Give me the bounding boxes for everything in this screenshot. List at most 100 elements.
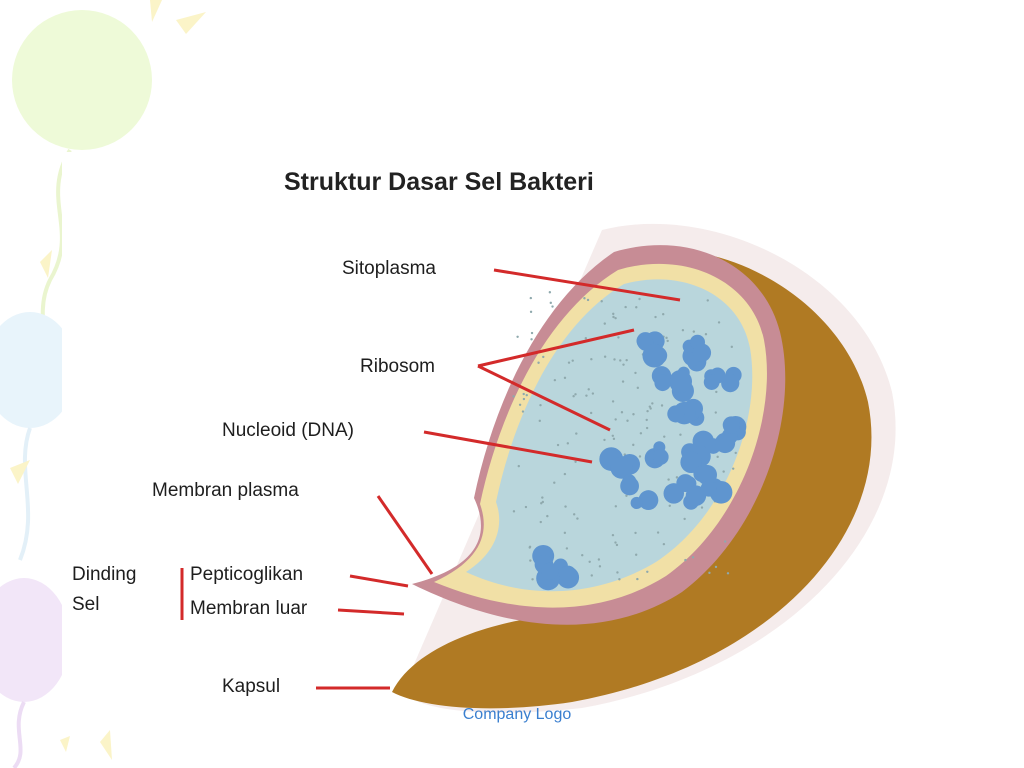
leader-line bbox=[493, 268, 681, 302]
ribosome-dot bbox=[612, 312, 615, 316]
label-membran-luar: Membran luar bbox=[190, 598, 308, 619]
ribosome-dot bbox=[530, 331, 534, 335]
ribosome-dot bbox=[530, 338, 533, 341]
ribosome-dot bbox=[584, 336, 588, 340]
label-pepticoglikan: Pepticoglikan bbox=[190, 564, 304, 585]
leader-lines bbox=[180, 268, 681, 690]
ribosome-dot bbox=[553, 481, 556, 484]
ribosome-dot bbox=[571, 359, 574, 362]
ribosome-dot bbox=[537, 361, 540, 364]
nucleoid-blob bbox=[642, 343, 667, 368]
ribosome-dot bbox=[634, 531, 637, 535]
diagram-title: Struktur Dasar Sel Bakteri bbox=[284, 168, 594, 196]
ribosome-dot bbox=[528, 546, 531, 549]
ribosome-dot bbox=[563, 472, 567, 476]
nucleoid-blob bbox=[556, 566, 576, 586]
ribosome-dot bbox=[635, 306, 638, 309]
label-ribosom: Ribosom bbox=[360, 356, 435, 377]
nucleoid-blob bbox=[654, 374, 671, 392]
ribosome-dot bbox=[625, 494, 628, 498]
ribosome-dot bbox=[634, 553, 638, 556]
ribosome-dot bbox=[722, 470, 725, 473]
ribosome-dot bbox=[574, 393, 577, 396]
ribosome-dot bbox=[638, 455, 642, 458]
ribosome-dot bbox=[567, 361, 571, 364]
ribosome-dot bbox=[715, 390, 718, 394]
ribosome-dot bbox=[668, 504, 671, 507]
ribosome-dot bbox=[612, 315, 615, 319]
label-kapsul: Kapsul bbox=[222, 676, 281, 697]
ribosome-dot bbox=[731, 467, 735, 470]
nucleoid-dna bbox=[532, 331, 747, 591]
ribosome-dot bbox=[614, 541, 617, 544]
ribosome-dot bbox=[620, 411, 624, 414]
ribosome-dot bbox=[632, 443, 635, 447]
ribosome-dot bbox=[588, 560, 591, 563]
leader-line bbox=[337, 608, 405, 616]
balloon-blue bbox=[0, 312, 76, 561]
ribosome-dot bbox=[614, 505, 618, 508]
leader-line bbox=[477, 364, 611, 432]
ribosome-dot bbox=[636, 386, 640, 390]
ribosome-dot bbox=[556, 443, 560, 447]
ribosome-dot bbox=[591, 392, 595, 395]
ribosome-dot bbox=[529, 310, 533, 314]
ribosome-dot bbox=[706, 299, 709, 302]
ribosome-dot bbox=[566, 442, 570, 445]
ribosome-dot bbox=[730, 345, 734, 349]
ribosome-dot bbox=[516, 335, 519, 338]
nucleoid-blob bbox=[652, 449, 669, 465]
ribosome-dot bbox=[692, 330, 696, 333]
nucleoid-blob bbox=[667, 405, 685, 423]
ribosome-dot bbox=[542, 355, 545, 359]
ribosome-dot bbox=[684, 558, 687, 562]
ribosome-dot bbox=[576, 517, 579, 520]
nucleoid-blob bbox=[696, 464, 717, 485]
ribosome-dot bbox=[660, 404, 664, 407]
nucleoid-blob bbox=[700, 480, 717, 497]
ribosome-dot bbox=[618, 578, 621, 581]
bacterial-cell-diagram bbox=[180, 223, 896, 713]
ribosome-dot bbox=[611, 434, 615, 437]
ribosome-dot bbox=[646, 570, 649, 573]
ribosome-dot bbox=[572, 395, 575, 398]
ribosome-dot bbox=[649, 407, 652, 410]
balloon-purple bbox=[0, 578, 70, 768]
ribosome-dot bbox=[611, 400, 615, 403]
ribosome-dot bbox=[518, 403, 522, 407]
ribosome-dot bbox=[651, 402, 654, 405]
ribosome-dot bbox=[597, 558, 601, 561]
ribosome-dot bbox=[565, 547, 569, 550]
ribosome-dot bbox=[667, 478, 670, 481]
ribosome-dot bbox=[675, 476, 679, 479]
ribosome-dot bbox=[585, 394, 588, 397]
ribosome-dot bbox=[726, 572, 730, 575]
ribosome-dot bbox=[704, 333, 708, 336]
ribosome-dot bbox=[734, 451, 737, 455]
nucleoid-blob bbox=[663, 483, 684, 504]
cytoplasm-speckles bbox=[512, 291, 737, 581]
ribosome-dot bbox=[614, 316, 617, 320]
balloon-decoration bbox=[0, 0, 206, 768]
ribosome-dot bbox=[574, 460, 577, 463]
ribosome-dot bbox=[691, 556, 695, 559]
ribosome-dot bbox=[700, 506, 704, 509]
leader-line bbox=[349, 574, 409, 588]
ribosome-dot bbox=[619, 359, 622, 362]
ribosome-dot bbox=[714, 565, 718, 569]
ribosome-dot bbox=[624, 305, 627, 309]
ribosome-dot bbox=[645, 426, 649, 430]
ribosome-dot bbox=[683, 517, 686, 521]
nucleoid-blob bbox=[692, 343, 712, 362]
ribosome-dot bbox=[583, 297, 586, 300]
ribosome-dot bbox=[525, 393, 528, 397]
ribosome-dot bbox=[681, 329, 685, 332]
ribosome-dot bbox=[539, 520, 542, 524]
ribosome-dot bbox=[626, 419, 629, 422]
ribosome-dot bbox=[615, 543, 619, 547]
ribosome-dot bbox=[603, 438, 606, 442]
ribosome-dot bbox=[603, 355, 607, 358]
ribosome-dot bbox=[517, 464, 520, 468]
ribosome-dot bbox=[590, 574, 593, 577]
